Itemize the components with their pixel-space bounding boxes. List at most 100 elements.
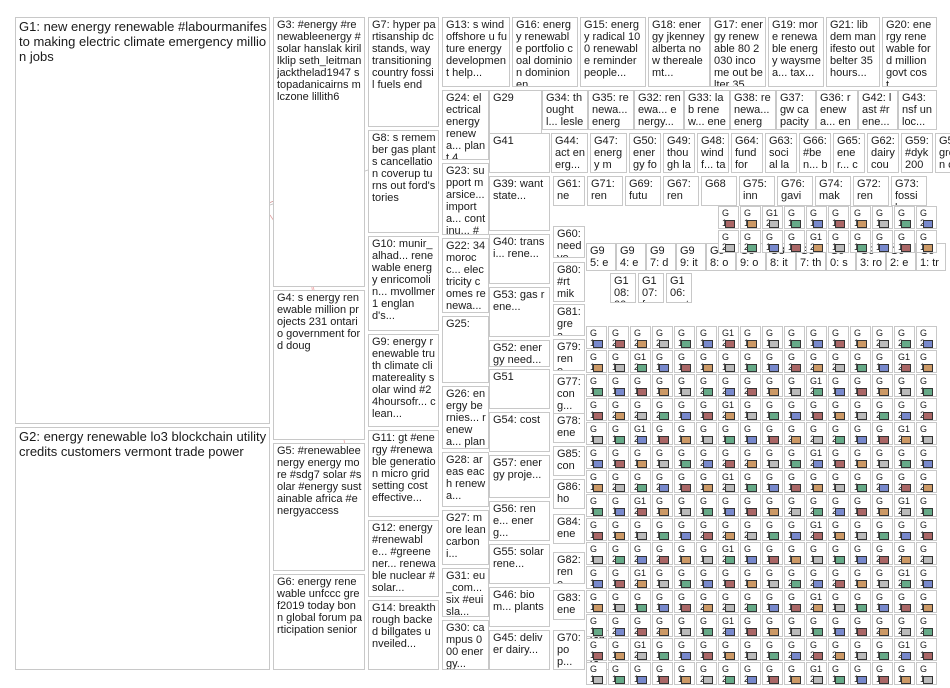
vertex-node: [747, 508, 757, 516]
group-label: G65: ener... coun...: [837, 135, 862, 173]
group-label: G28: areas each renewa...: [446, 454, 486, 502]
vertex-node: [835, 340, 845, 348]
vertex-node: [879, 220, 889, 228]
group-g78: G78: ener...: [553, 413, 585, 443]
vertex-node: [725, 508, 735, 516]
vertex-node: [813, 652, 823, 660]
vertex-node: [791, 412, 801, 420]
small-group-cell: G1... au...: [608, 374, 629, 397]
vertex-node: [901, 484, 911, 492]
group-label: G107: ford...: [642, 275, 661, 303]
small-group-cell: G1... gre...: [674, 374, 695, 397]
small-group-cell: G12... tlshi...: [630, 422, 651, 445]
group-label: G59: #dyk 2000...: [905, 135, 930, 173]
vertex-node: [835, 628, 845, 636]
group-label: G14: breakthrough backed billgates unvei…: [372, 602, 436, 650]
small-group-cell: G1... leve...: [916, 662, 937, 685]
group-label: G85: cons...: [557, 448, 582, 476]
vertex-node: [703, 604, 713, 612]
small-group-cell: G1... inla...: [894, 518, 915, 541]
small-group-cell: G12... wat...: [806, 518, 827, 541]
vertex-node: [615, 628, 625, 636]
vertex-node: [681, 388, 691, 396]
vertex-node: [923, 652, 933, 660]
small-group-cell: G2... win...: [828, 494, 849, 517]
small-group-cell: G12... tax...: [894, 422, 915, 445]
group-g24: G24: electrical energy renewa... plant 4…: [442, 90, 489, 160]
small-group-cell: G1... leve...: [784, 542, 805, 565]
group-g17: G17: energy renewable 80 2030 income out…: [710, 17, 766, 87]
small-group-cell: G12... ab...: [630, 350, 651, 373]
vertex-node: [593, 412, 603, 420]
group-g27: G27: more lean carboni...: [442, 510, 489, 565]
small-group-cell: G2... cam...: [784, 638, 805, 661]
vertex-node: [791, 676, 801, 684]
small-group-cell: G1... #di...: [608, 446, 629, 469]
group-label: G9: energy renewable truth climate clima…: [372, 336, 436, 420]
vertex-node: [901, 532, 911, 540]
small-group-cell: G1... inf...: [608, 518, 629, 541]
small-group-cell: G1... en...: [762, 374, 783, 397]
small-group-cell: G2... inla...: [872, 326, 893, 349]
group-g23: G23: support marsice... importa... conti…: [442, 163, 489, 235]
group-label: G74: make...: [819, 178, 848, 206]
small-group-cell: G1... arti...: [696, 494, 717, 517]
small-group-cell: G2... win...: [696, 374, 717, 397]
small-group-cell: G1... rec...: [586, 470, 607, 493]
small-group-cell: G1... ene...: [652, 494, 673, 517]
small-group-cell: G12... join...: [718, 470, 739, 493]
group-g54: G54: cost: [489, 412, 550, 452]
vertex-node: [791, 532, 801, 540]
vertex-node: [835, 460, 845, 468]
small-group-cell: G1... lust...: [850, 614, 871, 637]
group-g97: G97: dap...: [646, 243, 676, 271]
small-group-cell: G2... hig...: [916, 398, 937, 421]
vertex-node: [725, 460, 735, 468]
group-g38: G38: renewa... energy...: [730, 90, 776, 130]
small-group-cell: G1... en...: [872, 230, 893, 253]
small-group-cell: G1... lot...: [916, 638, 937, 661]
vertex-node: [813, 436, 823, 444]
small-group-cell: G1... lots...: [828, 590, 849, 613]
vertex-node: [769, 220, 779, 228]
vertex-node: [857, 388, 867, 396]
small-group-cell: G1... inf...: [850, 566, 871, 589]
group-g62: G62: dairy coun...: [867, 133, 899, 173]
vertex-node: [923, 580, 933, 588]
vertex-node: [923, 556, 933, 564]
vertex-node: [835, 364, 845, 372]
group-label: G38: renewa... energy...: [734, 92, 773, 130]
group-label: G23: support marsice... importa... conti…: [446, 165, 486, 235]
vertex-node: [747, 436, 757, 444]
group-label: G8: s remember gas plants cancellation c…: [372, 132, 436, 204]
vertex-node: [637, 676, 647, 684]
vertex-node: [681, 340, 691, 348]
vertex-node: [901, 628, 911, 636]
vertex-node: [681, 412, 691, 420]
small-group-cell: G2... lust...: [828, 422, 849, 445]
group-label: G34: thoughtl... lesleyri...: [546, 92, 585, 130]
group-g82: G82: rene...: [553, 552, 585, 584]
vertex-node: [637, 436, 647, 444]
small-group-cell: G1... pa...: [850, 662, 871, 685]
group-g79: G79: rene...: [553, 339, 585, 371]
small-group-cell: G2... lust...: [916, 206, 937, 229]
group-g70: G70: pop...: [553, 630, 585, 670]
vertex-node: [703, 388, 713, 396]
group-g69: G69: futur... rene...: [625, 176, 661, 206]
group-g40: G40: transi... rene...: [489, 234, 550, 284]
vertex-node: [725, 220, 735, 228]
group-label: G46: biom... plants: [493, 589, 547, 613]
vertex-node: [923, 460, 933, 468]
vertex-node: [879, 244, 889, 252]
vertex-node: [813, 532, 823, 540]
small-group-cell: G1... win...: [718, 566, 739, 589]
group-label: G25:: [446, 318, 486, 330]
group-g30: G30: campus 000 energy...: [442, 620, 489, 670]
vertex-node: [813, 628, 823, 636]
vertex-node: [923, 388, 933, 396]
vertex-node: [615, 508, 625, 516]
vertex-node: [835, 532, 845, 540]
group-g83: G83: ener...: [553, 590, 585, 620]
group-label: G24: electrical energy renewa... plant 4…: [446, 92, 486, 160]
